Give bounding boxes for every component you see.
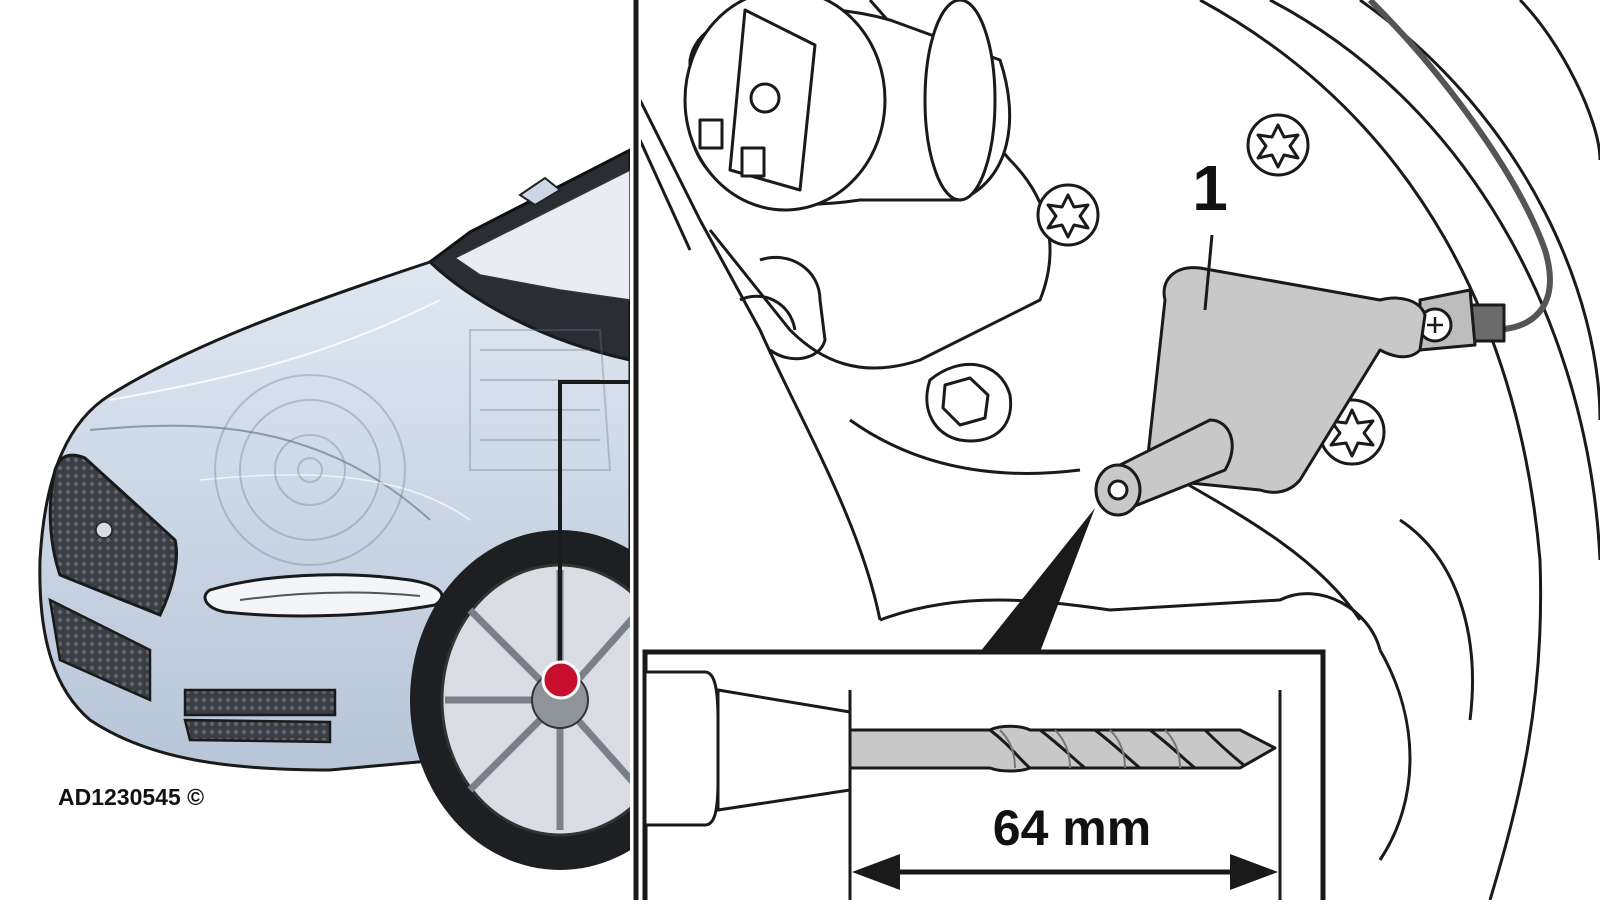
location-leader-line <box>558 380 630 680</box>
drill-bit-inset: 64 mm <box>642 649 1326 905</box>
detail-view-panel: 1 <box>641 0 1600 900</box>
car-overview-panel: AD1230545 © <box>38 148 630 870</box>
callout-number: 1 <box>1192 152 1228 224</box>
sensor-connector <box>1417 288 1506 352</box>
torx-screw-upper-left <box>1036 183 1100 247</box>
drill-chuck <box>645 670 720 827</box>
car-headlight <box>203 573 444 618</box>
inset-pointer <box>980 508 1095 652</box>
car-lower-intake <box>48 597 152 702</box>
actuator-motor <box>683 0 1012 212</box>
hex-bolt <box>925 363 1013 443</box>
car-front-wheel <box>410 530 630 870</box>
ghosted-wheel-internal <box>214 329 612 566</box>
callout-leader <box>1203 234 1214 311</box>
dimension-arrow <box>852 854 1278 890</box>
car-badge <box>95 521 113 539</box>
dimension-label: 64 mm <box>993 800 1151 856</box>
sensor-cable <box>1367 0 1553 333</box>
reference-code: AD1230545 © <box>58 784 204 810</box>
car-windscreen-glass <box>453 169 630 301</box>
special-tool-pin <box>1094 418 1234 517</box>
torx-screw-upper-right <box>1246 113 1310 177</box>
car-mirror <box>518 176 562 207</box>
location-marker-dot <box>541 660 581 700</box>
car-grille <box>48 453 179 617</box>
